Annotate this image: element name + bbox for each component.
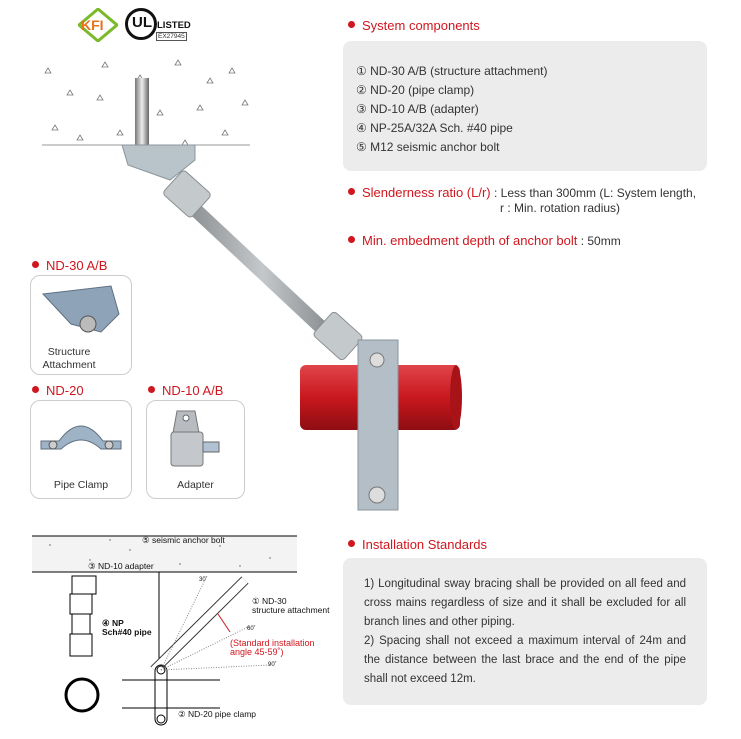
- bullet-icon: [348, 540, 355, 547]
- diagram-deg-90: 90˚: [268, 662, 277, 668]
- structure-attachment-image: [41, 285, 120, 333]
- system-components-title: System components: [348, 18, 480, 33]
- bullet-icon: [348, 21, 355, 28]
- installation-item: 2) Spacing shall not exceed a maximum in…: [364, 635, 686, 685]
- slenderness-spec-line2: r : Min. rotation radius): [500, 201, 621, 215]
- adapter-image: [170, 410, 220, 467]
- card-caption: Adapter: [177, 479, 214, 491]
- installation-title: Installation Standards: [348, 537, 487, 552]
- card-caption: Pipe Clamp: [53, 479, 109, 491]
- diagram-label-clamp: ② ND-20 pipe clamp: [178, 709, 257, 719]
- embedment-spec: Min. embedment depth of anchor bolt : 50…: [348, 233, 621, 248]
- nd20-card: Pipe Clamp: [30, 400, 132, 499]
- component-item: ② ND-20 (pipe clamp): [356, 83, 475, 97]
- installation-diagram: [32, 535, 297, 726]
- diagram-label-adapter: ③ ND-10 adapter: [88, 561, 154, 571]
- components-list: ① ND-30 A/B (structure attachment) ② ND-…: [356, 62, 548, 157]
- component-item: ⑤ M12 seismic anchor bolt: [356, 140, 500, 154]
- bullet-icon: [348, 236, 355, 243]
- nd10-card: Adapter: [146, 400, 245, 499]
- diagram-deg-30: 30˚: [199, 577, 208, 583]
- kfi-logo: KFI: [76, 7, 120, 43]
- installation-item: 1) Longitudinal sway bracing shall be pr…: [364, 578, 686, 628]
- nd10-title: ND-10 A/B: [148, 383, 223, 398]
- component-item: ④ NP-25A/32A Sch. #40 pipe: [356, 121, 513, 135]
- ul-code: EX27945: [156, 32, 187, 41]
- ul-logo: UL: [125, 8, 157, 40]
- ul-listed: LISTED: [157, 20, 191, 31]
- bullet-icon: [32, 386, 39, 393]
- components-box: [343, 41, 707, 171]
- nd30-title: ND-30 A/B: [32, 258, 107, 273]
- bullet-icon: [32, 261, 39, 268]
- installation-box: [343, 558, 707, 705]
- diagram-deg-60: 60˚: [247, 626, 256, 632]
- assembly-illustration: [42, 59, 462, 511]
- component-item: ③ ND-10 A/B (adapter): [356, 102, 479, 116]
- nd20-title: ND-20: [32, 383, 84, 398]
- component-item: ① ND-30 A/B (structure attachment): [356, 64, 548, 78]
- diagram-label-anchor-bolt: ⑤ seismic anchor bolt: [142, 535, 225, 545]
- bullet-icon: [148, 386, 155, 393]
- installation-text: 1) Longitudinal sway bracing shall be pr…: [364, 575, 686, 689]
- slenderness-spec: Slenderness ratio (L/r) : Less than 300m…: [348, 185, 696, 200]
- bullet-icon: [348, 188, 355, 195]
- pipe-clamp-image: [40, 425, 122, 450]
